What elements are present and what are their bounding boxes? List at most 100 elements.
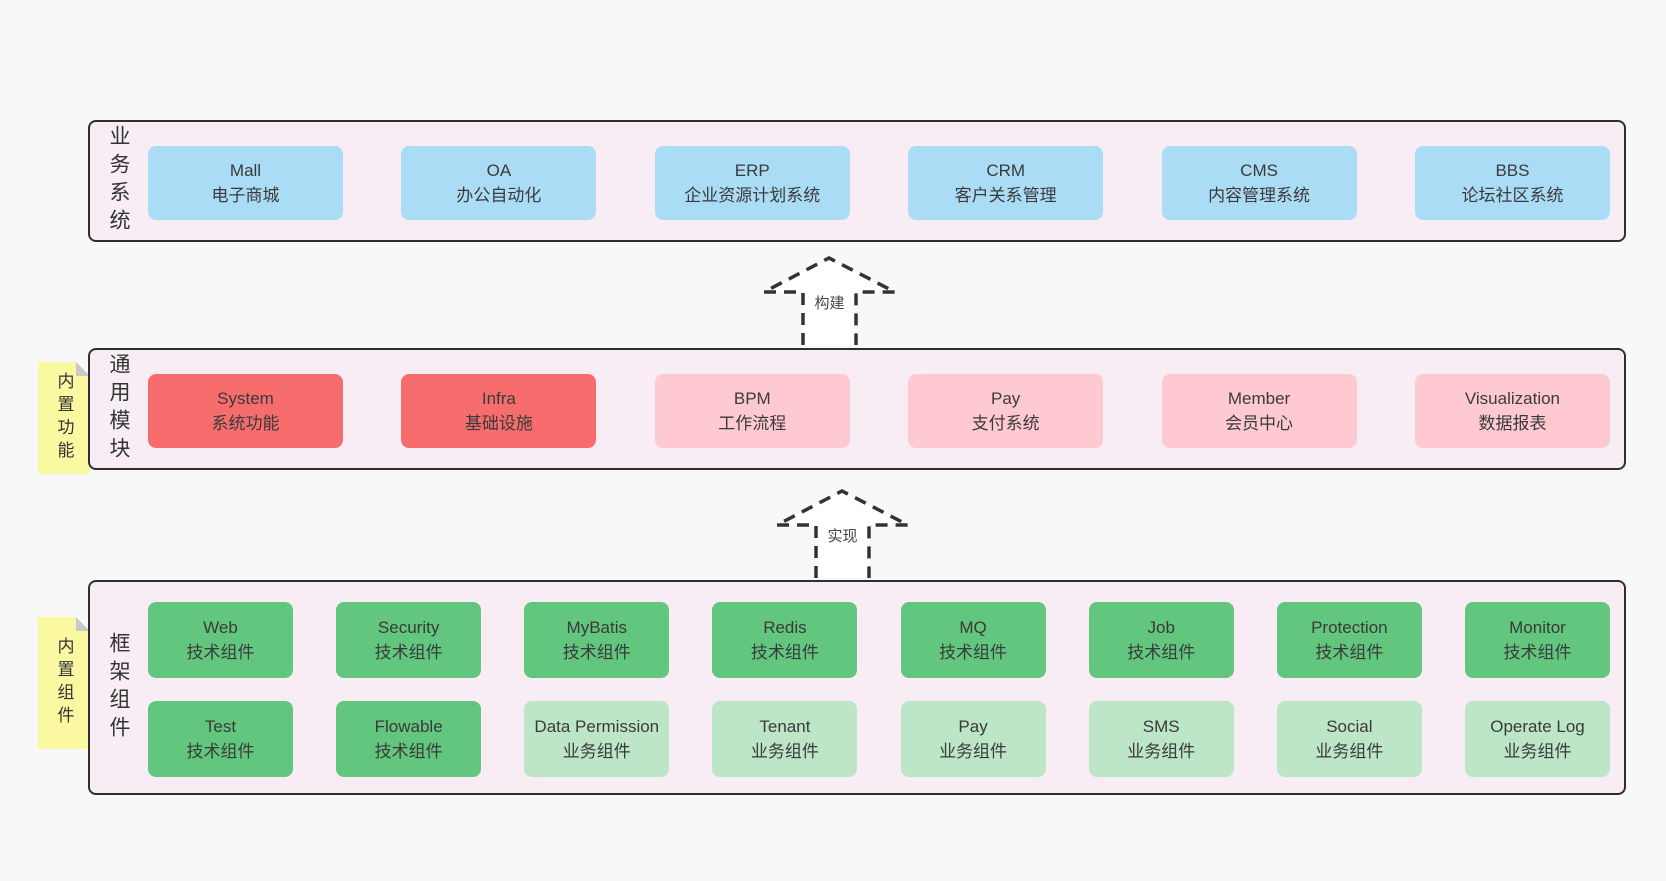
- box-pay: Pay 支付系统: [908, 374, 1104, 448]
- box-title: CRM: [986, 161, 1026, 180]
- box-subtitle: 基础设施: [464, 414, 533, 433]
- box-sms: SMS 业务组件: [1088, 701, 1234, 777]
- box-visualization: Visualization 数据报表: [1414, 374, 1610, 448]
- box-subtitle: 技术组件: [562, 643, 631, 662]
- box-data-permission: Data Permission 业务组件: [524, 701, 670, 777]
- box-subtitle: 技术组件: [1127, 643, 1196, 662]
- box-title: Web: [203, 618, 238, 637]
- band-framework-components-label: 框架组件: [107, 631, 130, 744]
- box-social: Social 业务组件: [1276, 701, 1422, 777]
- band-common-modules-boxes: System 系统功能 Infra 基础设施 BPM 工作流程 Pay 支付系统…: [148, 374, 1610, 448]
- box-title: System: [217, 389, 274, 408]
- box-subtitle: 企业资源计划系统: [684, 186, 821, 205]
- box-subtitle: 支付系统: [971, 414, 1040, 433]
- band-framework-components: 框架组件 Web 技术组件 Security 技术组件 MyBatis 技术组件…: [88, 580, 1626, 795]
- box-title: BPM: [733, 389, 771, 408]
- box-title: Infra: [481, 389, 516, 408]
- box-title: SMS: [1142, 717, 1180, 736]
- box-monitor: Monitor 技术组件: [1464, 602, 1610, 678]
- box-subtitle: 技术组件: [1315, 643, 1384, 662]
- box-oa: OA 办公自动化: [401, 146, 597, 220]
- box-title: Mall: [229, 161, 262, 180]
- box-job: Job 技术组件: [1088, 602, 1234, 678]
- arrow-build-label: 构建: [810, 291, 849, 314]
- box-bpm: BPM 工作流程: [654, 374, 850, 448]
- box-tenant: Tenant 业务组件: [712, 701, 858, 777]
- box-subtitle: 技术组件: [939, 643, 1008, 662]
- box-mybatis: MyBatis 技术组件: [524, 602, 670, 678]
- box-title: Pay: [958, 717, 988, 736]
- box-subtitle: 业务组件: [1503, 742, 1572, 761]
- framework-components-row-1: Web 技术组件 Security 技术组件 MyBatis 技术组件 Redi…: [148, 602, 1610, 678]
- box-title: OA: [486, 161, 512, 180]
- box-web: Web 技术组件: [148, 602, 293, 678]
- box-title: Flowable: [374, 717, 443, 736]
- box-subtitle: 技术组件: [374, 742, 443, 761]
- box-cms: CMS 内容管理系统: [1161, 146, 1357, 220]
- box-member: Member 会员中心: [1161, 374, 1357, 448]
- box-erp: ERP 企业资源计划系统: [654, 146, 850, 220]
- box-title: Security: [377, 618, 440, 637]
- box-title: Visualization: [1464, 389, 1561, 408]
- box-security: Security 技术组件: [336, 602, 482, 678]
- box-mall: Mall 电子商城: [148, 146, 343, 220]
- box-redis: Redis 技术组件: [712, 602, 858, 678]
- box-subtitle: 会员中心: [1225, 414, 1294, 433]
- box-title: Member: [1227, 389, 1291, 408]
- box-subtitle: 系统功能: [211, 414, 280, 433]
- box-title: BBS: [1495, 161, 1530, 180]
- box-test: Test 技术组件: [148, 701, 293, 777]
- box-subtitle: 业务组件: [939, 742, 1008, 761]
- box-title: Job: [1147, 618, 1175, 637]
- band-business-systems-boxes: Mall 电子商城 OA 办公自动化 ERP 企业资源计划系统 CRM 客户关系…: [148, 146, 1610, 220]
- box-subtitle: 技术组件: [186, 742, 255, 761]
- box-subtitle: 技术组件: [186, 643, 255, 662]
- band-business-systems-label: 业务系统: [107, 125, 130, 237]
- box-title: MQ: [959, 618, 987, 637]
- band-common-modules-label: 通用模块: [107, 353, 130, 465]
- box-infra: Infra 基础设施: [401, 374, 597, 448]
- box-title: Protection: [1311, 618, 1388, 637]
- box-title: MyBatis: [566, 618, 628, 637]
- box-operate-log: Operate Log 业务组件: [1464, 701, 1610, 777]
- sticky-note-builtin-components: 内置组件: [38, 617, 90, 749]
- box-title: Test: [204, 717, 237, 736]
- band-common-modules: 通用模块 System 系统功能 Infra 基础设施 BPM 工作流程 Pay…: [88, 348, 1626, 470]
- arrow-implement: 实现: [770, 488, 915, 578]
- box-subtitle: 技术组件: [374, 643, 443, 662]
- box-subtitle: 内容管理系统: [1208, 186, 1311, 205]
- box-flowable: Flowable 技术组件: [336, 701, 482, 777]
- box-subtitle: 数据报表: [1478, 414, 1547, 433]
- box-subtitle: 办公自动化: [456, 186, 542, 205]
- box-pay-business: Pay 业务组件: [900, 701, 1046, 777]
- box-subtitle: 业务组件: [1127, 742, 1196, 761]
- box-subtitle: 电子商城: [211, 186, 280, 205]
- box-bbs: BBS 论坛社区系统: [1414, 146, 1610, 220]
- box-subtitle: 技术组件: [1503, 643, 1572, 662]
- box-subtitle: 业务组件: [562, 742, 631, 761]
- box-crm: CRM 客户关系管理: [908, 146, 1104, 220]
- box-protection: Protection 技术组件: [1276, 602, 1422, 678]
- box-subtitle: 业务组件: [1315, 742, 1384, 761]
- box-title: CMS: [1240, 161, 1278, 180]
- box-subtitle: 客户关系管理: [954, 186, 1057, 205]
- box-subtitle: 工作流程: [718, 414, 787, 433]
- box-title: Tenant: [759, 717, 811, 736]
- box-title: Data Permission: [534, 717, 660, 736]
- box-title: Operate Log: [1490, 717, 1585, 736]
- box-subtitle: 业务组件: [750, 742, 819, 761]
- band-business-systems: 业务系统 Mall 电子商城 OA 办公自动化 ERP 企业资源计划系统 CRM…: [88, 120, 1626, 242]
- box-title: Monitor: [1509, 618, 1566, 637]
- box-subtitle: 论坛社区系统: [1461, 186, 1564, 205]
- box-system: System 系统功能: [148, 374, 343, 448]
- box-title: Redis: [763, 618, 807, 637]
- box-mq: MQ 技术组件: [900, 602, 1046, 678]
- box-title: ERP: [734, 161, 770, 180]
- sticky-note-builtin-features: 内置功能: [38, 362, 90, 474]
- sticky-note-text: 内置功能: [54, 372, 74, 464]
- arrow-implement-label: 实现: [823, 524, 862, 547]
- box-subtitle: 技术组件: [750, 643, 819, 662]
- box-title: Pay: [991, 389, 1021, 408]
- box-title: Social: [1326, 717, 1373, 736]
